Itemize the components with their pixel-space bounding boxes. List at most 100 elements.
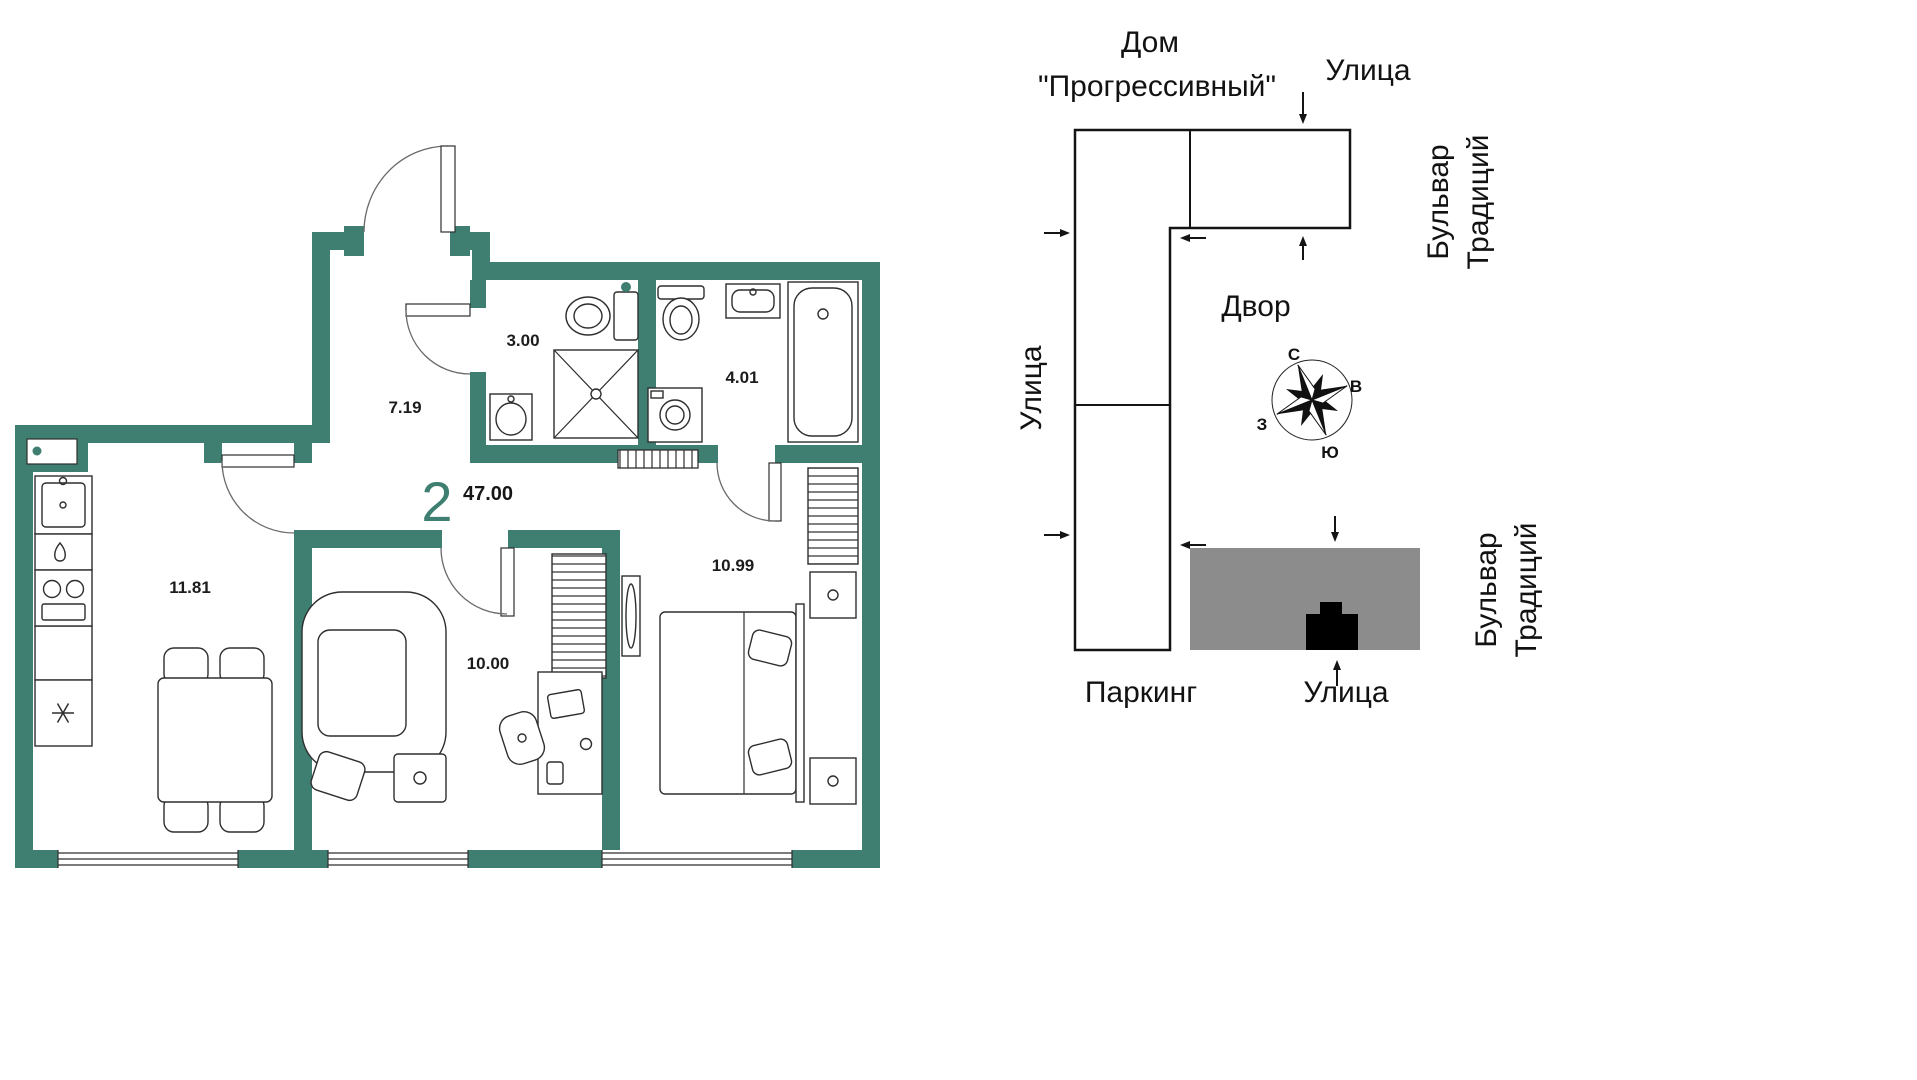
direction-arrow	[1044, 229, 1070, 237]
room-area-label: 4.01	[725, 368, 758, 387]
door-leaf	[405, 303, 471, 317]
street-left-label: Улица	[1015, 345, 1048, 430]
nightstand-icon	[809, 571, 857, 619]
pillow-icon	[310, 750, 366, 802]
parking-area	[1190, 548, 1420, 650]
interior-door-icon	[716, 462, 782, 522]
apartment-total-area: 47.00	[463, 483, 513, 505]
compass-east-label: В	[1350, 377, 1362, 396]
radiator-icon	[807, 467, 859, 565]
pillow-icon	[747, 738, 793, 776]
wall-segment	[775, 445, 862, 463]
floorplan: 7.19 3.00 4.01 11.81 10.00 10.99 2 47.00	[15, 145, 880, 868]
kitchen-sink-icon	[34, 475, 93, 535]
wall-segment	[792, 850, 880, 868]
wall-segment	[468, 850, 602, 868]
boulevard-bottom-label-line1: Бульвар	[1470, 532, 1503, 647]
wall-segment	[238, 850, 328, 868]
armchair-icon	[301, 591, 447, 773]
courtyard-label: Двор	[1221, 290, 1290, 323]
boulevard-right-label-line2: Традиций	[1462, 135, 1495, 270]
entry-door-icon	[363, 145, 456, 233]
wall-segment	[508, 530, 602, 548]
interior-door-icon	[405, 303, 471, 375]
desk-icon	[537, 671, 603, 795]
nightstand-icon	[809, 757, 857, 805]
sink-icon	[725, 283, 781, 319]
apartment-rooms-count: 2	[421, 470, 452, 533]
compass-south-label: Ю	[1321, 443, 1339, 462]
compass-north-label: С	[1288, 345, 1300, 364]
wall-segment	[450, 226, 470, 256]
vent-dot	[32, 446, 42, 456]
wall-segment	[15, 850, 58, 868]
desk-chair-icon	[498, 711, 546, 765]
parking-label: Паркинг	[1085, 676, 1197, 709]
toilet-icon	[565, 282, 639, 341]
radiator-icon	[551, 553, 607, 679]
bed-icon	[659, 603, 805, 803]
interior-door-icon	[440, 547, 515, 617]
wall-segment	[15, 425, 33, 868]
room-area-label: 10.00	[467, 654, 510, 673]
door-leaf	[500, 547, 515, 617]
street-top-label: Улица	[1325, 54, 1410, 87]
window-icon	[327, 850, 469, 868]
direction-arrow	[1299, 92, 1307, 124]
room-area-label: 11.81	[169, 578, 211, 597]
siteplan: С В Ю З Дом "Прогрессивный" Улица Двор У…	[1015, 26, 1543, 709]
plumbing-dot	[621, 282, 631, 292]
direction-arrow	[1180, 541, 1206, 549]
direction-arrow	[1180, 234, 1206, 242]
vent-shaft	[15, 425, 88, 472]
headboard	[795, 603, 805, 803]
direction-arrow	[1299, 236, 1307, 260]
house-name-line1: Дом	[1121, 26, 1179, 59]
boulevard-bottom-label-line2: Традиций	[1510, 523, 1543, 658]
door-leaf	[221, 454, 295, 468]
fridge-icon	[34, 679, 93, 747]
building-mark	[1306, 602, 1358, 650]
wall-segment	[15, 425, 312, 443]
wall-segment	[472, 262, 880, 280]
sink-icon	[489, 393, 533, 441]
wall-segment	[312, 530, 442, 548]
kitchen-counter	[34, 533, 93, 681]
room-area-label: 3.00	[506, 331, 539, 350]
door-leaf	[440, 145, 456, 233]
wall-segment	[470, 280, 486, 308]
direction-arrow	[1331, 516, 1339, 542]
building-outline	[1073, 128, 1352, 652]
window-icon	[57, 850, 239, 868]
mirror-icon	[621, 575, 641, 657]
wall-grille-icon	[617, 449, 699, 469]
direction-arrow	[1333, 660, 1341, 686]
washing-machine-icon	[647, 387, 703, 443]
house-name-line2: "Прогрессивный"	[1038, 70, 1276, 103]
wall-segment	[470, 372, 486, 463]
street-bottom-label: Улица	[1303, 676, 1388, 709]
side-table-icon	[393, 753, 447, 803]
toilet-icon	[657, 285, 705, 341]
dining-table-icon	[157, 647, 273, 833]
door-leaf	[768, 462, 782, 522]
boulevard-right-label-line1: Бульвар	[1422, 144, 1455, 259]
wall-segment	[486, 445, 638, 463]
wall-segment	[294, 443, 312, 463]
interior-door-icon	[221, 454, 295, 534]
snowflake-icon	[52, 703, 74, 723]
compass-rose: С В Ю З	[1257, 345, 1362, 462]
room-area-label: 10.99	[712, 556, 755, 575]
window-icon	[601, 850, 793, 868]
pillow-icon	[747, 629, 793, 667]
stove-icon	[34, 569, 93, 627]
room-area-label: 7.19	[388, 398, 421, 417]
direction-arrow	[1044, 531, 1070, 539]
bathtub-icon	[787, 281, 859, 443]
wall-segment	[344, 226, 364, 256]
shower-icon	[553, 349, 639, 439]
wall-segment	[312, 232, 330, 443]
compass-west-label: З	[1257, 415, 1268, 434]
